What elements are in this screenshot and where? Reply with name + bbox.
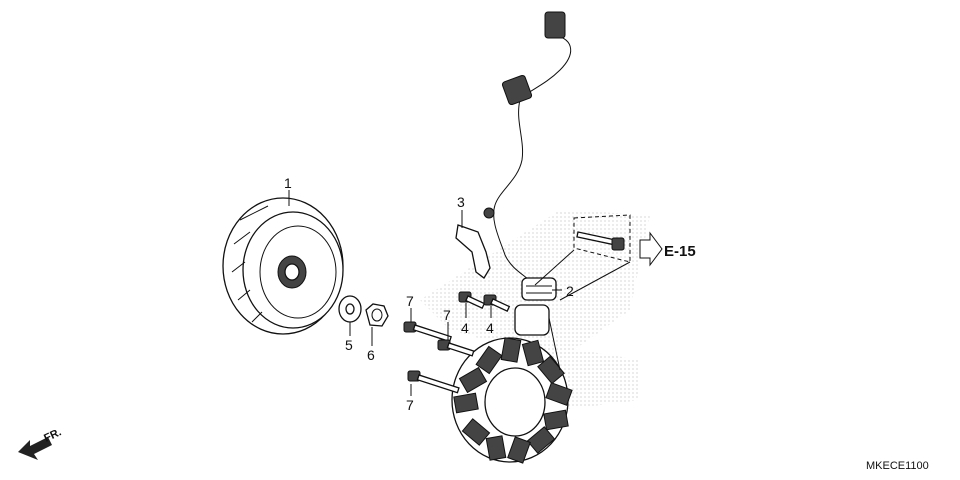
flywheel bbox=[222, 197, 344, 335]
upper-connector bbox=[544, 11, 566, 39]
reference-arrow bbox=[639, 231, 663, 267]
front-direction-indicator: FR. bbox=[18, 426, 63, 460]
callouts: 1 2 3 4 4 5 6 7 7 7 bbox=[284, 175, 574, 413]
leader-lines bbox=[288, 190, 562, 396]
stator-coil bbox=[451, 304, 573, 464]
callout-3: 3 bbox=[457, 194, 465, 210]
wire-harness bbox=[483, 11, 572, 286]
wire-grommet bbox=[521, 277, 557, 301]
grommet-clip bbox=[483, 207, 495, 219]
callout-6: 6 bbox=[367, 347, 375, 363]
bolts-4 bbox=[458, 291, 511, 313]
reference-bolt-group bbox=[534, 214, 663, 301]
callout-4b: 4 bbox=[486, 320, 494, 336]
lower-connector bbox=[501, 74, 533, 106]
washer bbox=[338, 295, 362, 323]
callout-2: 2 bbox=[566, 283, 574, 299]
callout-1: 1 bbox=[284, 175, 292, 191]
callout-5: 5 bbox=[345, 337, 353, 353]
callout-7b: 7 bbox=[443, 307, 451, 323]
callout-7a: 7 bbox=[406, 293, 414, 309]
figure-code: MKECE1100 bbox=[866, 460, 929, 472]
callout-4a: 4 bbox=[461, 320, 469, 336]
flange-nut bbox=[365, 303, 389, 327]
reference-label[interactable]: E-15 bbox=[664, 243, 696, 260]
pulser-coil bbox=[514, 304, 550, 336]
front-label: FR. bbox=[42, 426, 63, 444]
wire-clamp-plate bbox=[455, 224, 491, 279]
bolts-7 bbox=[403, 321, 475, 394]
callout-7c: 7 bbox=[406, 397, 414, 413]
front-arrow-icon bbox=[18, 437, 52, 460]
